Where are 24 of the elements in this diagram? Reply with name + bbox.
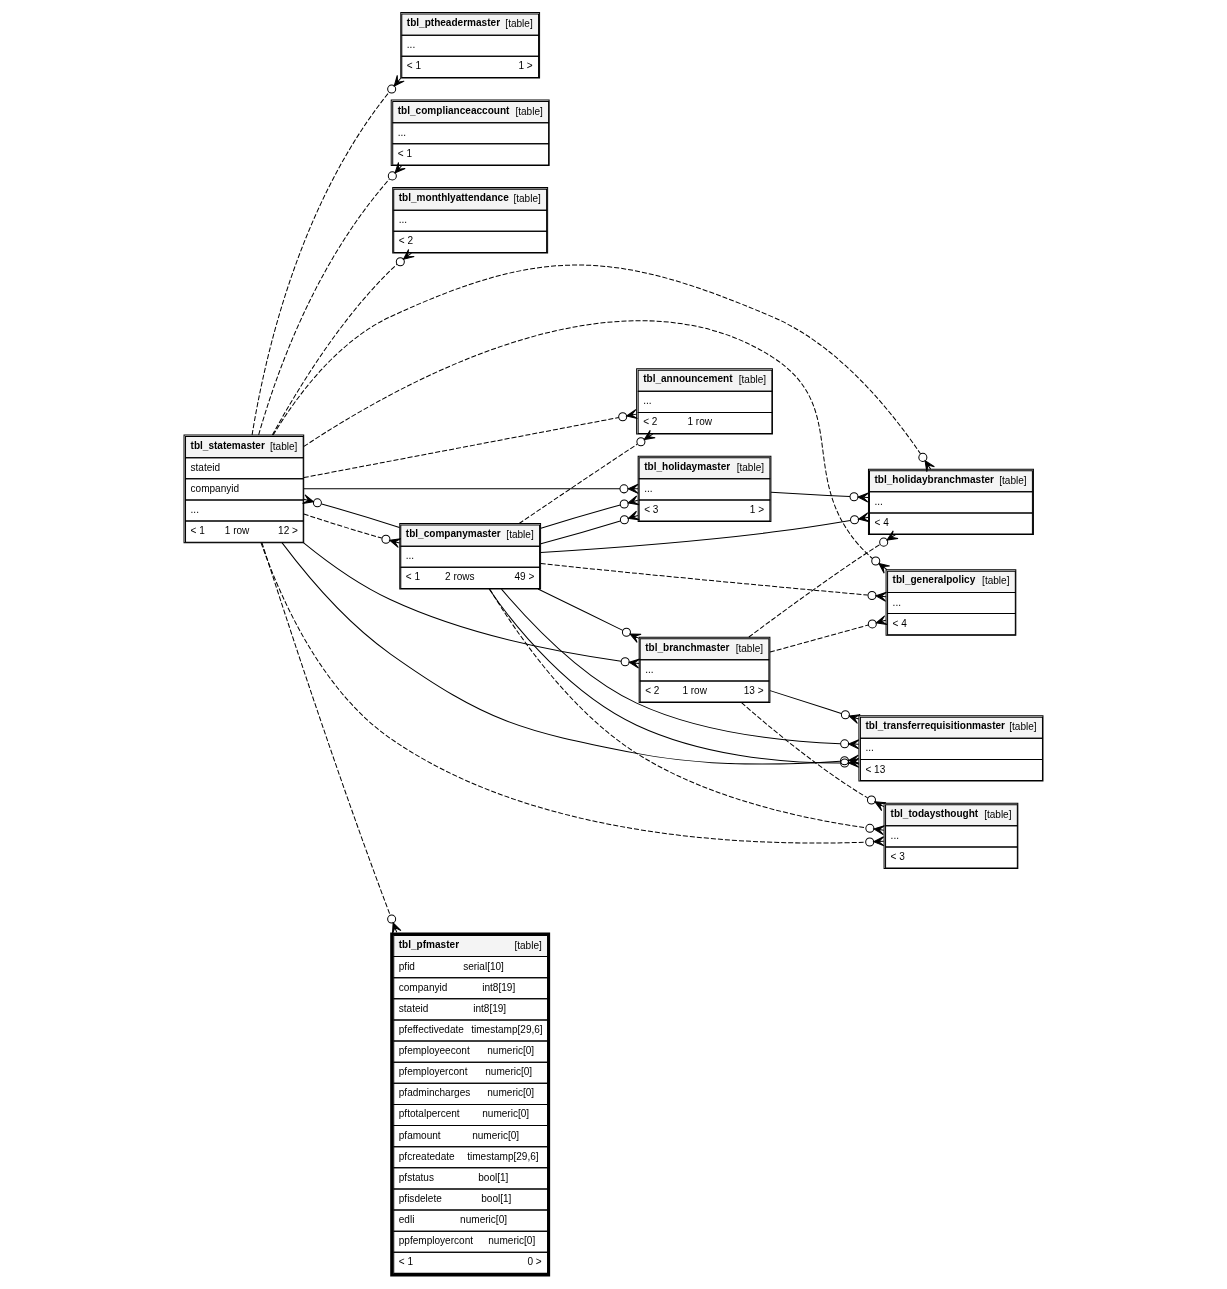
connector	[537, 588, 642, 643]
connector	[769, 690, 861, 724]
connector	[258, 161, 406, 436]
connector	[272, 264, 935, 473]
connector	[540, 495, 640, 529]
connector	[540, 512, 870, 553]
connector	[261, 542, 402, 935]
connector	[303, 320, 891, 574]
connector	[489, 588, 885, 836]
connector	[741, 702, 887, 812]
connector	[770, 491, 869, 503]
connector	[518, 429, 656, 524]
connector	[303, 483, 639, 494]
connector	[302, 494, 400, 529]
connector	[540, 510, 640, 545]
connector	[303, 513, 402, 548]
connector	[769, 615, 888, 653]
connector	[271, 249, 415, 436]
connector	[303, 409, 638, 479]
connector	[303, 542, 641, 669]
connector	[748, 530, 899, 638]
connector	[251, 74, 405, 436]
connector	[260, 542, 885, 847]
connector	[540, 563, 887, 602]
